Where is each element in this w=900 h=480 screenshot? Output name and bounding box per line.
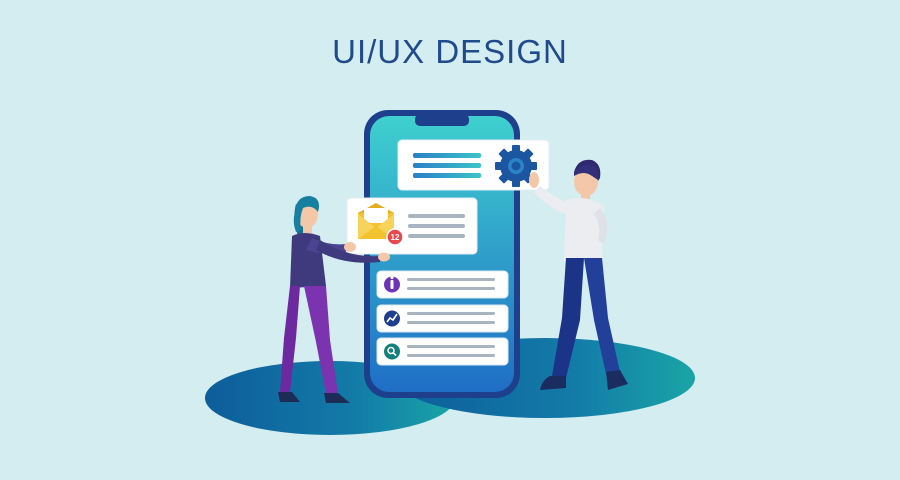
list-item-search[interactable] [376,337,509,366]
settings-card-line [413,173,481,178]
envelope-icon [358,203,394,239]
settings-card-line [413,153,481,158]
woman-figure [278,196,390,403]
phone-notch [415,114,469,126]
mail-card[interactable]: 12 [346,197,478,255]
list-item-info[interactable] [376,270,509,299]
search-icon [384,343,400,360]
list-item-analytics[interactable] [376,304,509,333]
gear-icon [495,145,537,187]
settings-card[interactable] [397,139,550,191]
man-figure [529,159,628,390]
notification-count: 12 [391,233,400,242]
page-title: UI/UX DESIGN [332,33,568,70]
notification-badge: 12 [386,228,404,246]
settings-card-line [413,163,481,168]
